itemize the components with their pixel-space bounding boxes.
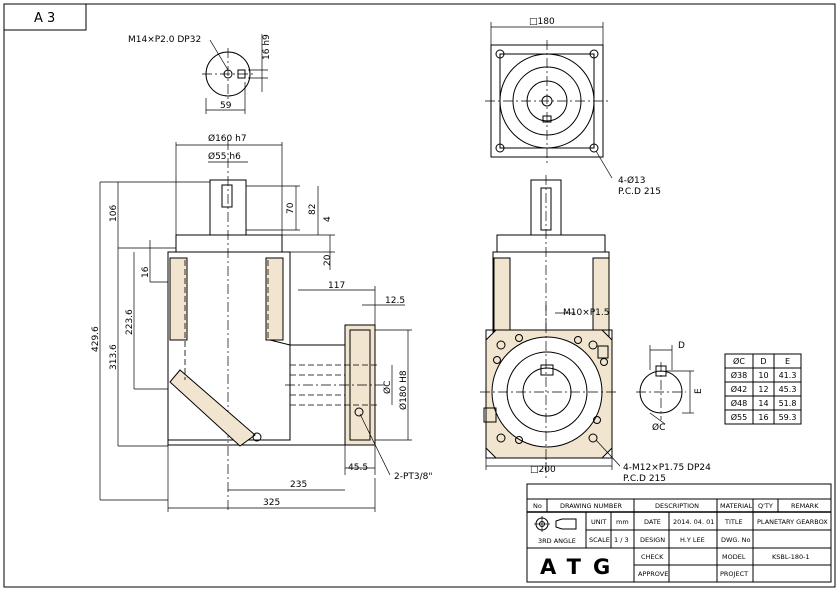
bore-table-cell: 41.3 (779, 371, 797, 380)
bore-table-header: E (785, 357, 790, 366)
tb-check-label: CHECK (641, 553, 664, 561)
bore-table-cell: 10 (758, 371, 768, 380)
dim-313: 313.6 (109, 344, 119, 370)
tb-design-value: H.Y LEE (680, 536, 705, 544)
tb-dwg-label: DWG. No (721, 536, 750, 544)
side-view: Ø160 h7 Ø55 h6 106 70 82 4 20 16 429.6 3… (91, 133, 433, 512)
dim-106: 106 (109, 205, 119, 222)
tap-label: M10×P1.5 (563, 308, 610, 318)
tb-unit-label: UNIT (591, 518, 607, 526)
tb-col-qty: Q'TY (758, 502, 773, 510)
title-block: No DRAWING NUMBER DESCRIPTION MATERIAL Q… (526, 483, 832, 583)
sheet-size-box (3, 3, 87, 31)
tb-project-label: PROJECT (720, 570, 748, 578)
tb-scale-label: SCALE (589, 536, 610, 544)
bore-table-cell: 45.3 (779, 385, 797, 394)
tb-title-label: TITLE (724, 518, 743, 526)
tb-model-label: MODEL (722, 553, 746, 561)
dim-235: 235 (290, 480, 307, 490)
dim-4: 4 (323, 216, 333, 222)
dim-70: 70 (286, 202, 296, 214)
tb-col-description: DESCRIPTION (655, 502, 699, 510)
tb-approve-label: APPROVE (638, 570, 668, 578)
bore-table-cell: 12 (758, 385, 768, 394)
tb-title-value: PLANETARY GEARBOX (757, 518, 828, 526)
plug-label: 2-PT3/8" (394, 472, 433, 482)
bore-table-cell: 51.8 (779, 399, 797, 408)
pcd-bottom-label: P.C.D 215 (623, 474, 666, 484)
tb-col-remark: REMARK (791, 502, 819, 510)
third-angle-symbol (534, 516, 577, 532)
tb-date-label: DATE (644, 518, 661, 526)
bore-c-label: ØC (652, 422, 665, 433)
dim-square-top: □180 (529, 17, 555, 27)
top-thread-label: M14×P2.0 DP32 (128, 35, 201, 45)
company-logo: ATG (540, 555, 622, 579)
front-view: □180 4-Ø13 P.C.D 215 (480, 17, 711, 484)
bore-table-cell: Ø55 (731, 412, 747, 422)
bore-table-frame (724, 353, 802, 425)
top-shaft-view: M14×P2.0 DP32 59 16 h9 (128, 34, 272, 114)
bore-table-cell: 59.3 (779, 413, 797, 422)
bore-table-cell: 14 (758, 399, 768, 408)
holes-bottom-label: 4-M12×P1.75 DP24 (623, 463, 711, 473)
bore-d-label: D (678, 341, 685, 351)
holes-top-label: 4-Ø13 (618, 175, 646, 186)
top-dim-width: 59 (220, 101, 232, 111)
bore-detail: D E ØC (636, 341, 704, 433)
top-dim-height: 16 h9 (262, 34, 272, 60)
bore-table-header: ØC (733, 356, 745, 366)
dim-117: 117 (328, 281, 345, 291)
dim-flange-dia: Ø160 h7 (208, 133, 247, 144)
bore-table-cell: Ø42 (731, 384, 747, 394)
dim-square-bottom: □200 (530, 465, 556, 475)
bore-table-cell: Ø38 (731, 370, 747, 380)
tb-model-value: KSBL-180-1 (772, 553, 810, 561)
dim-429: 429.6 (91, 326, 101, 352)
dim-223: 223.6 (125, 309, 135, 335)
dim-shaft-dia: Ø55 h6 (208, 151, 241, 162)
bore-e-label: E (694, 388, 704, 394)
tb-date-value: 2014. 04. 01 (673, 518, 714, 526)
bore-table-header: D (760, 357, 766, 366)
tb-col-material: MATERIAL (720, 502, 753, 510)
dim-45: 45.5 (348, 463, 368, 473)
sheet-size-label: A 3 (34, 11, 55, 26)
dim-20: 20 (323, 254, 333, 266)
bore-table-cell: 16 (758, 413, 768, 422)
bore-table-cell: Ø48 (731, 398, 747, 408)
dim-325: 325 (263, 498, 280, 508)
dim-12: 12.5 (385, 296, 405, 306)
dim-82: 82 (308, 204, 318, 215)
tb-unit-value: mm (616, 518, 629, 526)
tb-scale-value: 1 / 3 (614, 536, 629, 544)
sheet-border (3, 3, 836, 588)
dim-bore: ØC (382, 381, 393, 394)
tb-design-label: DESIGN (640, 536, 665, 544)
tb-col-drawing-number: DRAWING NUMBER (560, 502, 622, 510)
tb-angle: 3RD ANGLE (538, 537, 576, 545)
tb-col-no: No (533, 502, 542, 510)
dim-180h8: Ø180 H8 (398, 370, 409, 410)
dim-16: 16 (141, 266, 151, 278)
pcd-top-label: P.C.D 215 (618, 187, 661, 197)
